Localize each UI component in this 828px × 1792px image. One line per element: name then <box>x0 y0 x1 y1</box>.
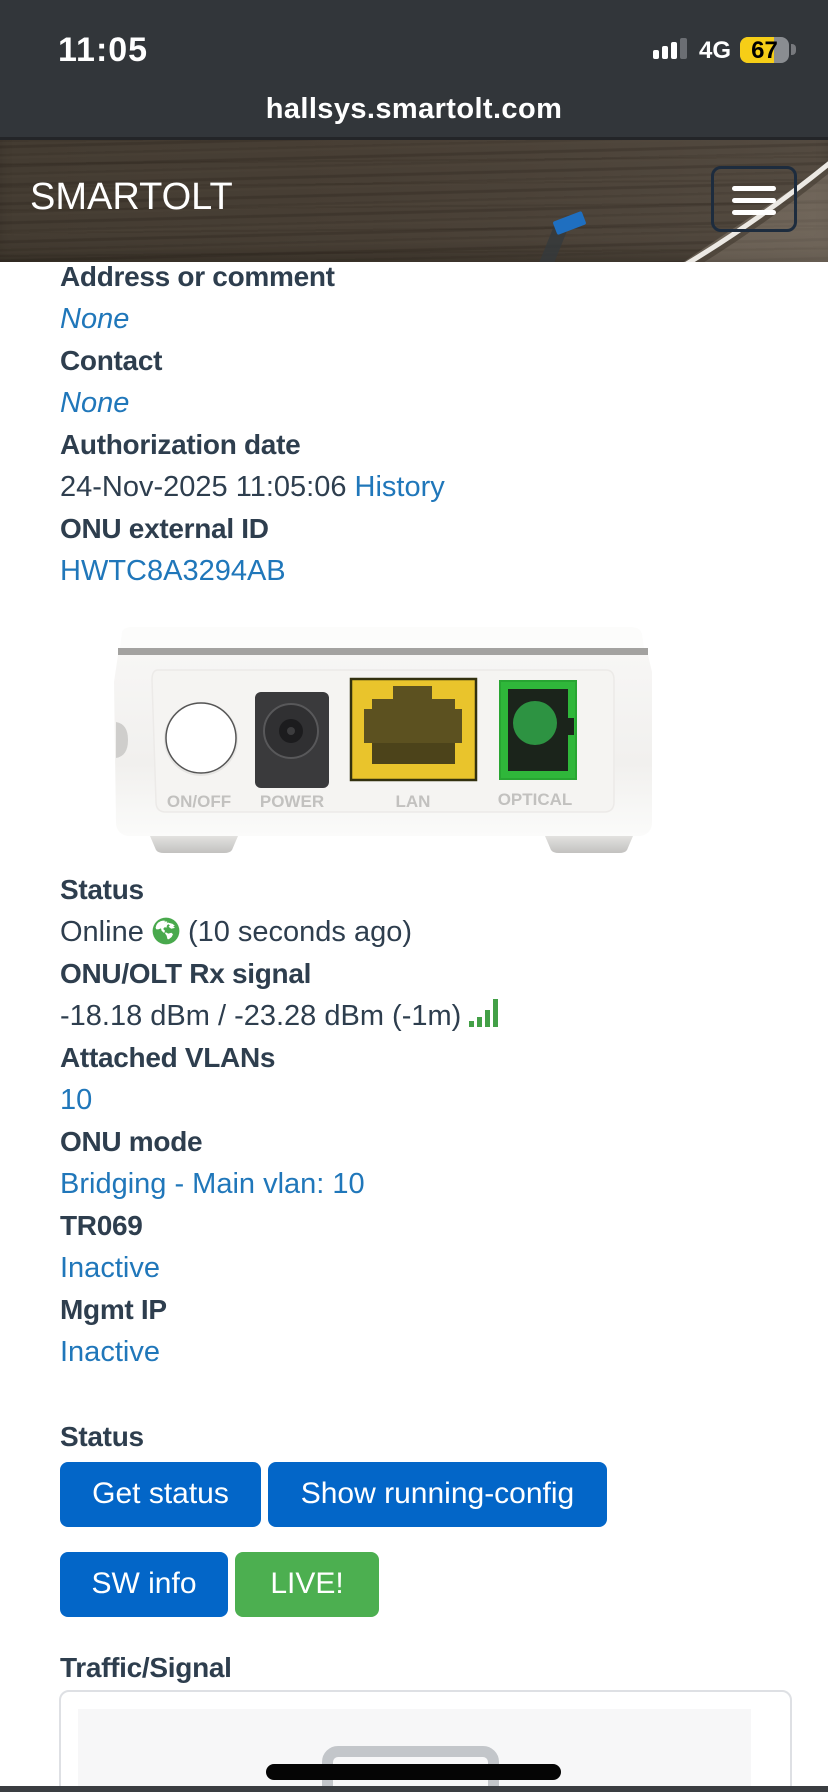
svg-text:LAN: LAN <box>396 792 431 811</box>
svg-text:POWER: POWER <box>260 792 324 811</box>
svg-text:OPTICAL: OPTICAL <box>498 790 573 809</box>
svg-text:ON/OFF: ON/OFF <box>167 792 231 811</box>
